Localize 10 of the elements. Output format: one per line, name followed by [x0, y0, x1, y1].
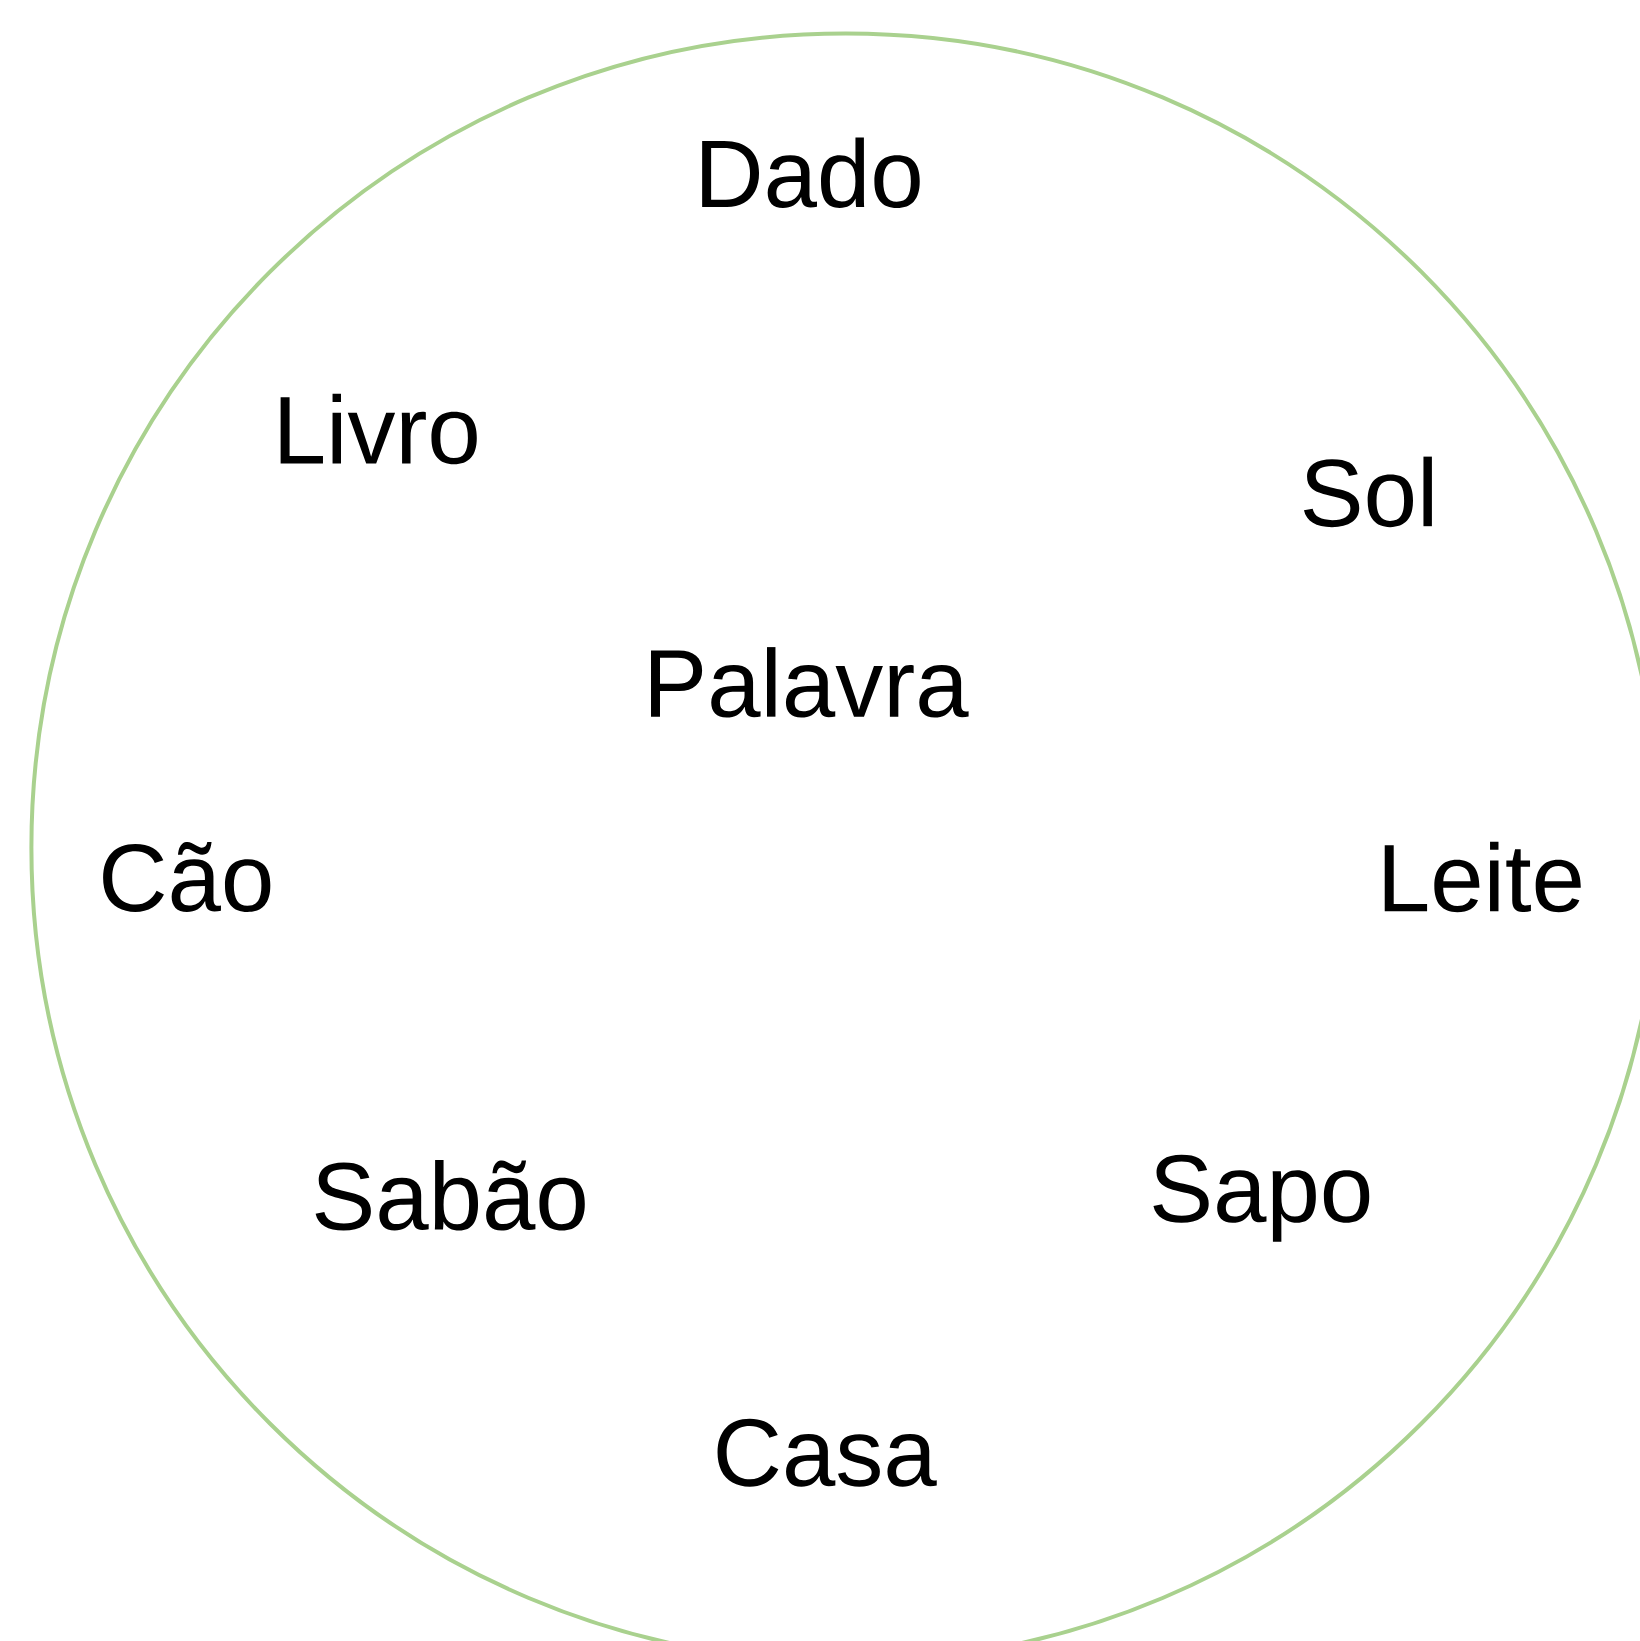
circle-outline	[29, 31, 1640, 1641]
word: Cão	[103, 842, 271, 912]
word: Sapo	[1153, 1154, 1370, 1242]
word: Leite	[1384, 841, 1581, 913]
word: Casa	[717, 1418, 937, 1487]
word: Palavra	[651, 647, 969, 718]
word: Dado	[702, 137, 920, 208]
word: Sabão	[315, 1159, 585, 1231]
word: Sol	[1303, 456, 1432, 528]
word: Livro	[280, 393, 477, 465]
